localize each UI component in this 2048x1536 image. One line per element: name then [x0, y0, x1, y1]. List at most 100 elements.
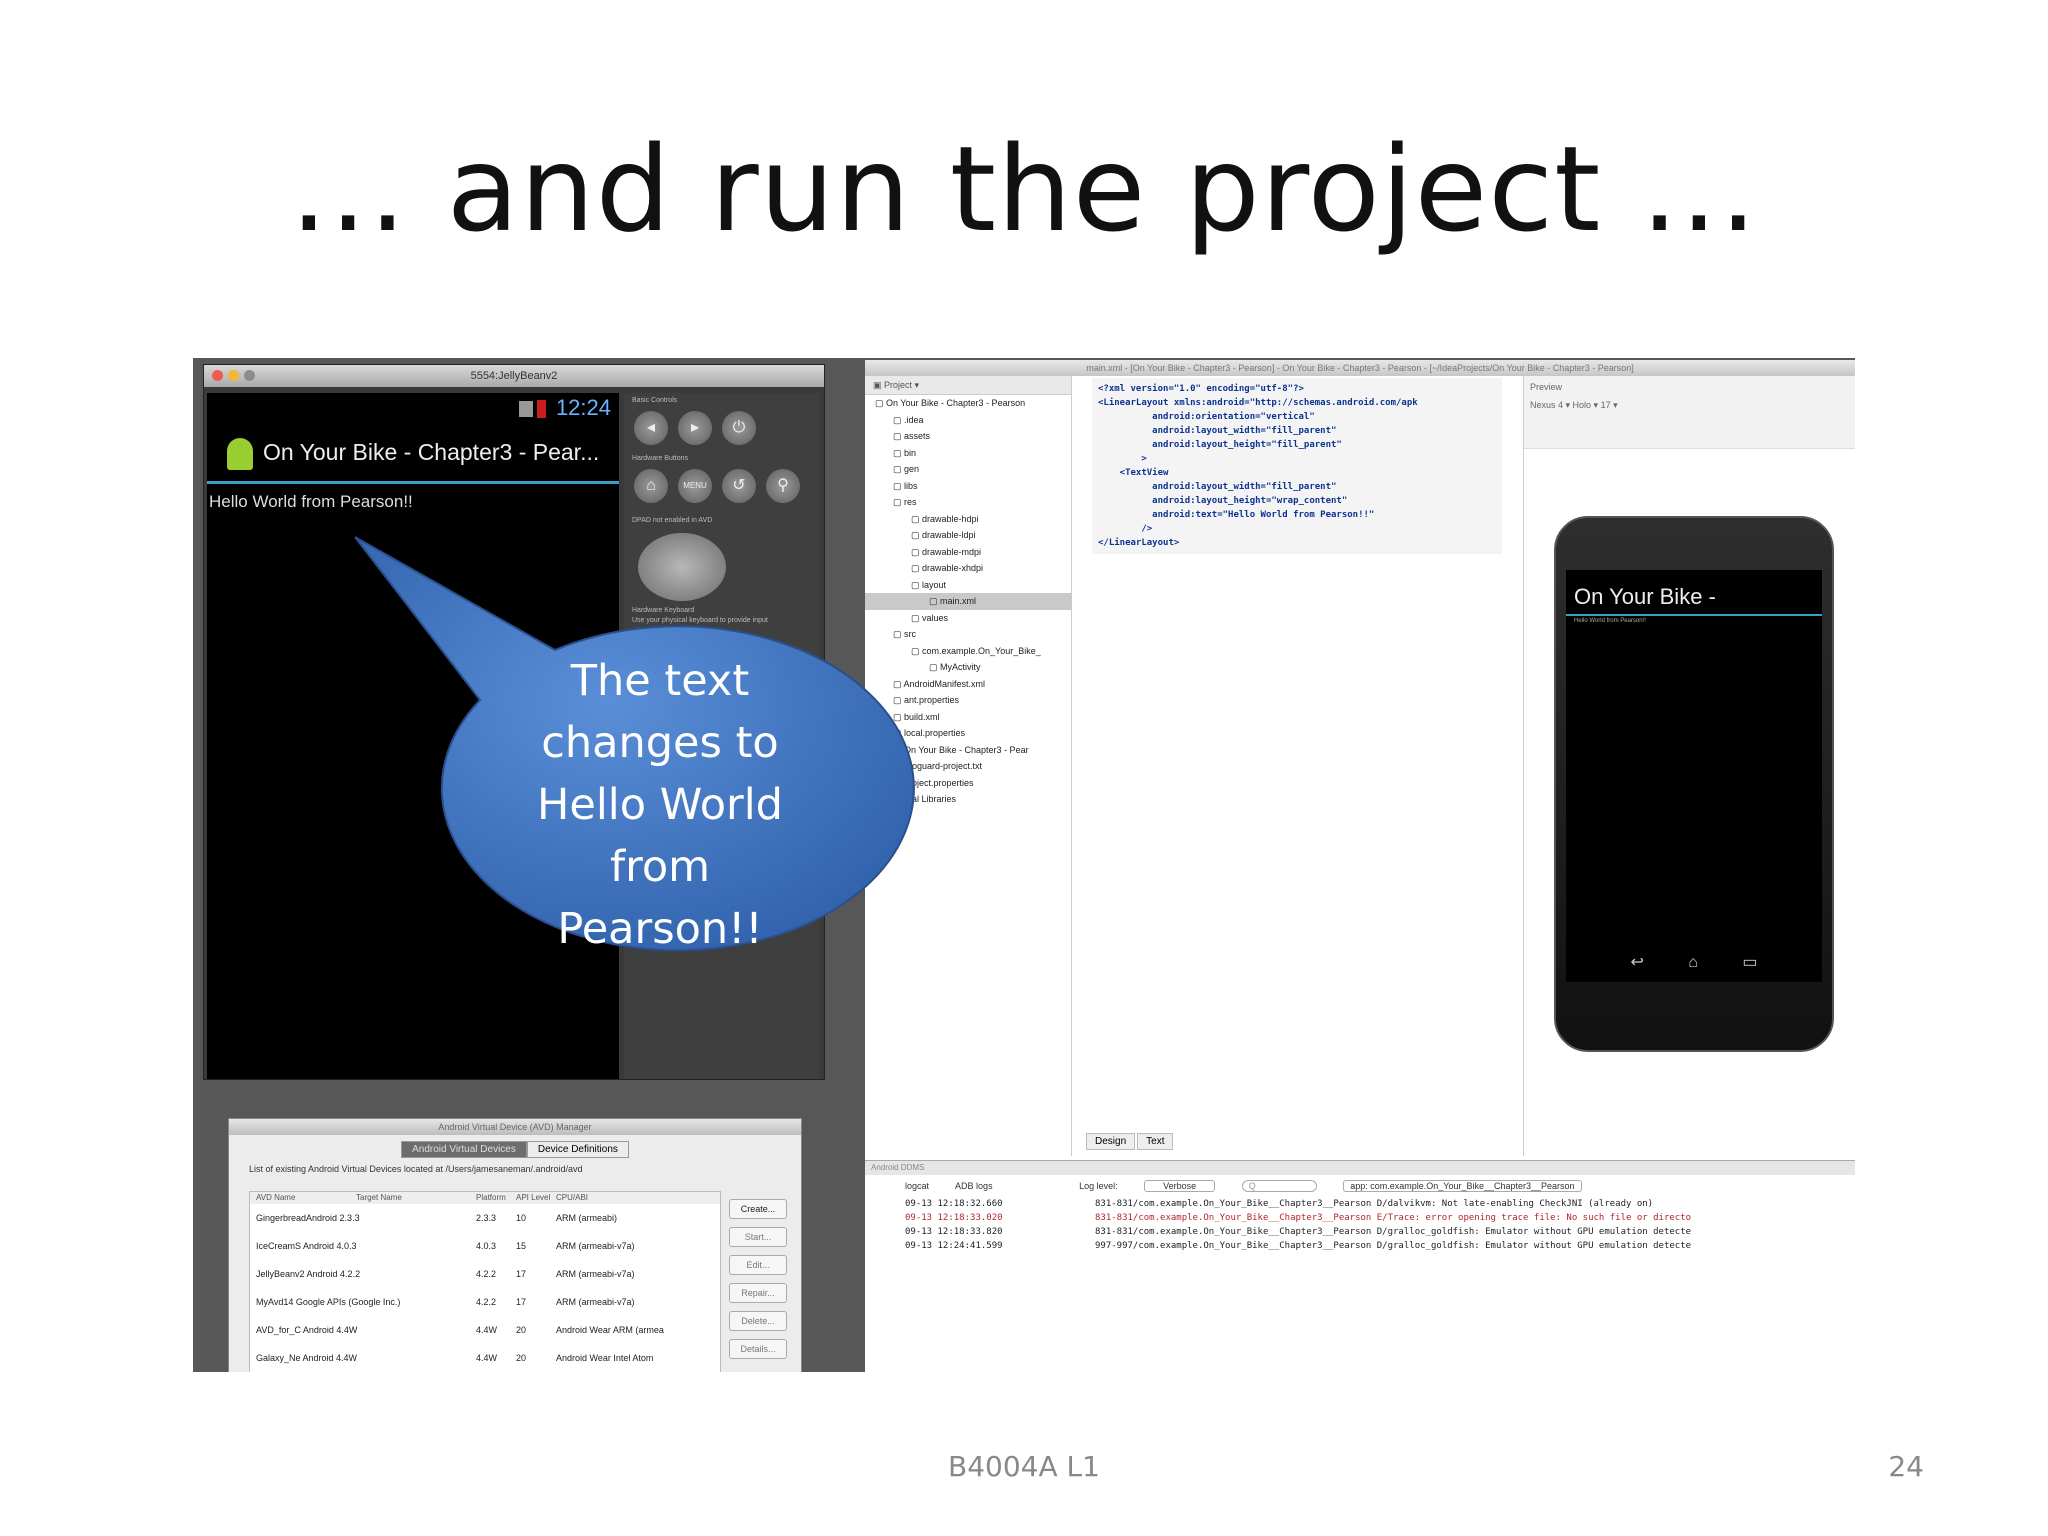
log-level-select[interactable]: Verbose — [1144, 1180, 1216, 1192]
tab-design[interactable]: Design — [1086, 1133, 1136, 1150]
code-line: <TextView — [1098, 468, 1169, 478]
avd-platform: 4.4W — [476, 1353, 498, 1363]
tree-item[interactable]: ▢ drawable-xhdpi — [911, 563, 984, 573]
tree-item[interactable]: ▢ .idea — [893, 414, 924, 425]
avd-name: Galaxy_Ne Android 4.4W — [256, 1353, 358, 1363]
avd-platform: 2.3.3 — [476, 1213, 497, 1223]
project-tree: ▢ On Your Bike - Chapter3 - Pearson ▢ .id… — [865, 395, 1071, 808]
repair-button[interactable]: Repair... — [729, 1283, 787, 1303]
tree-item[interactable]: ▢ main.xml — [865, 593, 1071, 610]
tree-item[interactable]: ▢ drawable-hdpi — [911, 513, 979, 524]
home-button[interactable]: ⌂ — [634, 469, 668, 503]
tab-device-definitions[interactable]: Device Definitions — [526, 1141, 629, 1158]
minimize-dot-icon[interactable] — [228, 370, 239, 381]
volume-down-button[interactable]: ◂ — [634, 411, 668, 445]
search-button[interactable]: ⚲ — [766, 469, 800, 503]
log-message: 831-831/com.example.On_Your_Bike__Chapte… — [1095, 1227, 1692, 1237]
log-level-label: Log level: — [1079, 1181, 1118, 1191]
log-message: 831-831/com.example.On_Your_Bike__Chapte… — [1095, 1199, 1654, 1209]
details-button[interactable]: Details... — [729, 1339, 787, 1359]
avd-cpu: ARM (armeabi-v7a) — [556, 1297, 635, 1307]
tree-item[interactable]: ▢ drawable-mdpi — [911, 546, 982, 557]
tab-text[interactable]: Text — [1137, 1133, 1174, 1150]
tree-item[interactable]: ▢ build.xml — [893, 711, 940, 722]
signal-icon — [518, 401, 533, 418]
tree-item[interactable]: ▢ libs — [893, 480, 918, 491]
tree-item[interactable]: ▢ MyActivity — [929, 662, 981, 672]
preview-app-title: On Your Bike - — [1566, 570, 1822, 616]
tree-item[interactable]: ▢ AndroidManifest.xml — [893, 678, 986, 689]
page-number: 24 — [1888, 1450, 1924, 1483]
zoom-dot-icon[interactable] — [244, 370, 255, 381]
tree-item[interactable]: ▢ local.properties — [893, 728, 966, 738]
tab-adb-logs[interactable]: ADB logs — [955, 1181, 993, 1191]
tree-item[interactable]: ▢ src — [893, 629, 917, 639]
preview-label: Preview — [1530, 382, 1563, 392]
avd-cpu: Android Wear Intel Atom — [556, 1353, 654, 1363]
project-label[interactable]: Project — [884, 380, 913, 390]
logcat-toolbar: logcat ADB logs Log level: Verbose Q app… — [865, 1175, 1855, 1197]
tree-item[interactable]: ▢ assets — [893, 431, 931, 441]
logcat-search-input[interactable]: Q — [1241, 1180, 1317, 1192]
create-button[interactable]: Create... — [729, 1199, 787, 1219]
log-message: 997-997/com.example.On_Your_Bike__Chapte… — [1095, 1241, 1692, 1251]
delete-button[interactable]: Delete... — [729, 1311, 787, 1331]
avd-api: 17 — [516, 1297, 527, 1307]
android-icon — [227, 437, 253, 470]
tab-logcat[interactable]: logcat — [905, 1181, 930, 1191]
back-button[interactable]: ↺ — [722, 469, 756, 503]
callout-line: changes to — [541, 718, 779, 768]
tree-item[interactable]: ▢ com.example.On_Your_Bike_ — [911, 645, 1041, 656]
tree-item[interactable]: ▢ drawable-ldpi — [911, 530, 976, 540]
code-block[interactable]: <?xml version="1.0" encoding="utf-8"?><L… — [1092, 378, 1502, 554]
tree-item[interactable]: ▢ gen — [893, 464, 920, 474]
code-line: <LinearLayout xmlns:android="http://sche… — [1098, 398, 1418, 408]
ide-titlebar: main.xml - [On Your Bike - Chapter3 - Pe… — [865, 360, 1855, 376]
tree-item[interactable]: ▢ layout — [911, 579, 947, 590]
volume-up-button[interactable]: ▸ — [678, 411, 712, 445]
edit-button[interactable]: Edit... — [729, 1255, 787, 1275]
menu-button[interactable]: MENU — [678, 469, 712, 503]
tree-item[interactable]: ▢ bin — [893, 447, 917, 458]
tree-item[interactable]: ▢ ant.properties — [893, 695, 960, 705]
project-toolbar: ▣ Project ▾ — [865, 376, 1071, 395]
hello-text: Hello World from Pearson!! — [209, 492, 413, 511]
start-button[interactable]: Start... — [729, 1227, 787, 1247]
code-line: android:orientation="vertical" — [1098, 412, 1315, 422]
avd-platform: 4.2.2 — [476, 1297, 497, 1307]
tree-item[interactable]: ▢ values — [911, 612, 949, 623]
code-editor[interactable]: <?xml version="1.0" encoding="utf-8"?><L… — [1072, 376, 1522, 1156]
avd-api: 15 — [516, 1241, 527, 1251]
avd-name: IceCreamS Android 4.0.3 — [256, 1241, 357, 1251]
code-line: android:layout_height="fill_parent" — [1098, 440, 1342, 450]
tree-item[interactable]: ▢ res — [893, 497, 917, 507]
emulator-titlebar: 5554:JellyBeanv2 — [204, 365, 824, 387]
header-api-level: API Level — [516, 1193, 551, 1202]
close-dot-icon[interactable] — [212, 370, 223, 381]
dpad-control[interactable] — [638, 533, 726, 601]
preview-screen: On Your Bike - Hello World from Pearson!… — [1566, 570, 1822, 982]
tab-android-virtual-devices[interactable]: Android Virtual Devices — [401, 1141, 527, 1158]
tree-item[interactable]: ▢ proguard-project.txt — [893, 761, 983, 771]
preview-hello-text: Hello World from Pearson!! — [1574, 618, 1646, 624]
avd-cpu: ARM (armeabi) — [556, 1213, 618, 1223]
app-filter-select[interactable]: app: com.example.On_Your_Bike__Chapter3_… — [1343, 1180, 1582, 1192]
power-button[interactable]: ⏻ — [722, 411, 756, 445]
callout-line: The text — [570, 656, 750, 706]
tree-item[interactable]: ▢ On Your Bike - Chapter3 - Pearson — [875, 398, 1026, 408]
preview-device-selector[interactable]: Nexus 4 ▾ Holo ▾ 17 ▾ — [1530, 400, 1618, 410]
tree-item[interactable]: ▢ project.properties — [893, 777, 974, 788]
ddms-title: Android DDMS — [865, 1161, 1855, 1175]
tree-item[interactable]: ▢ External Libraries — [875, 794, 957, 804]
header-avd-name: AVD Name — [256, 1193, 296, 1202]
tree-item[interactable]: ▢ On Your Bike - Chapter3 - Pear — [893, 744, 1029, 755]
